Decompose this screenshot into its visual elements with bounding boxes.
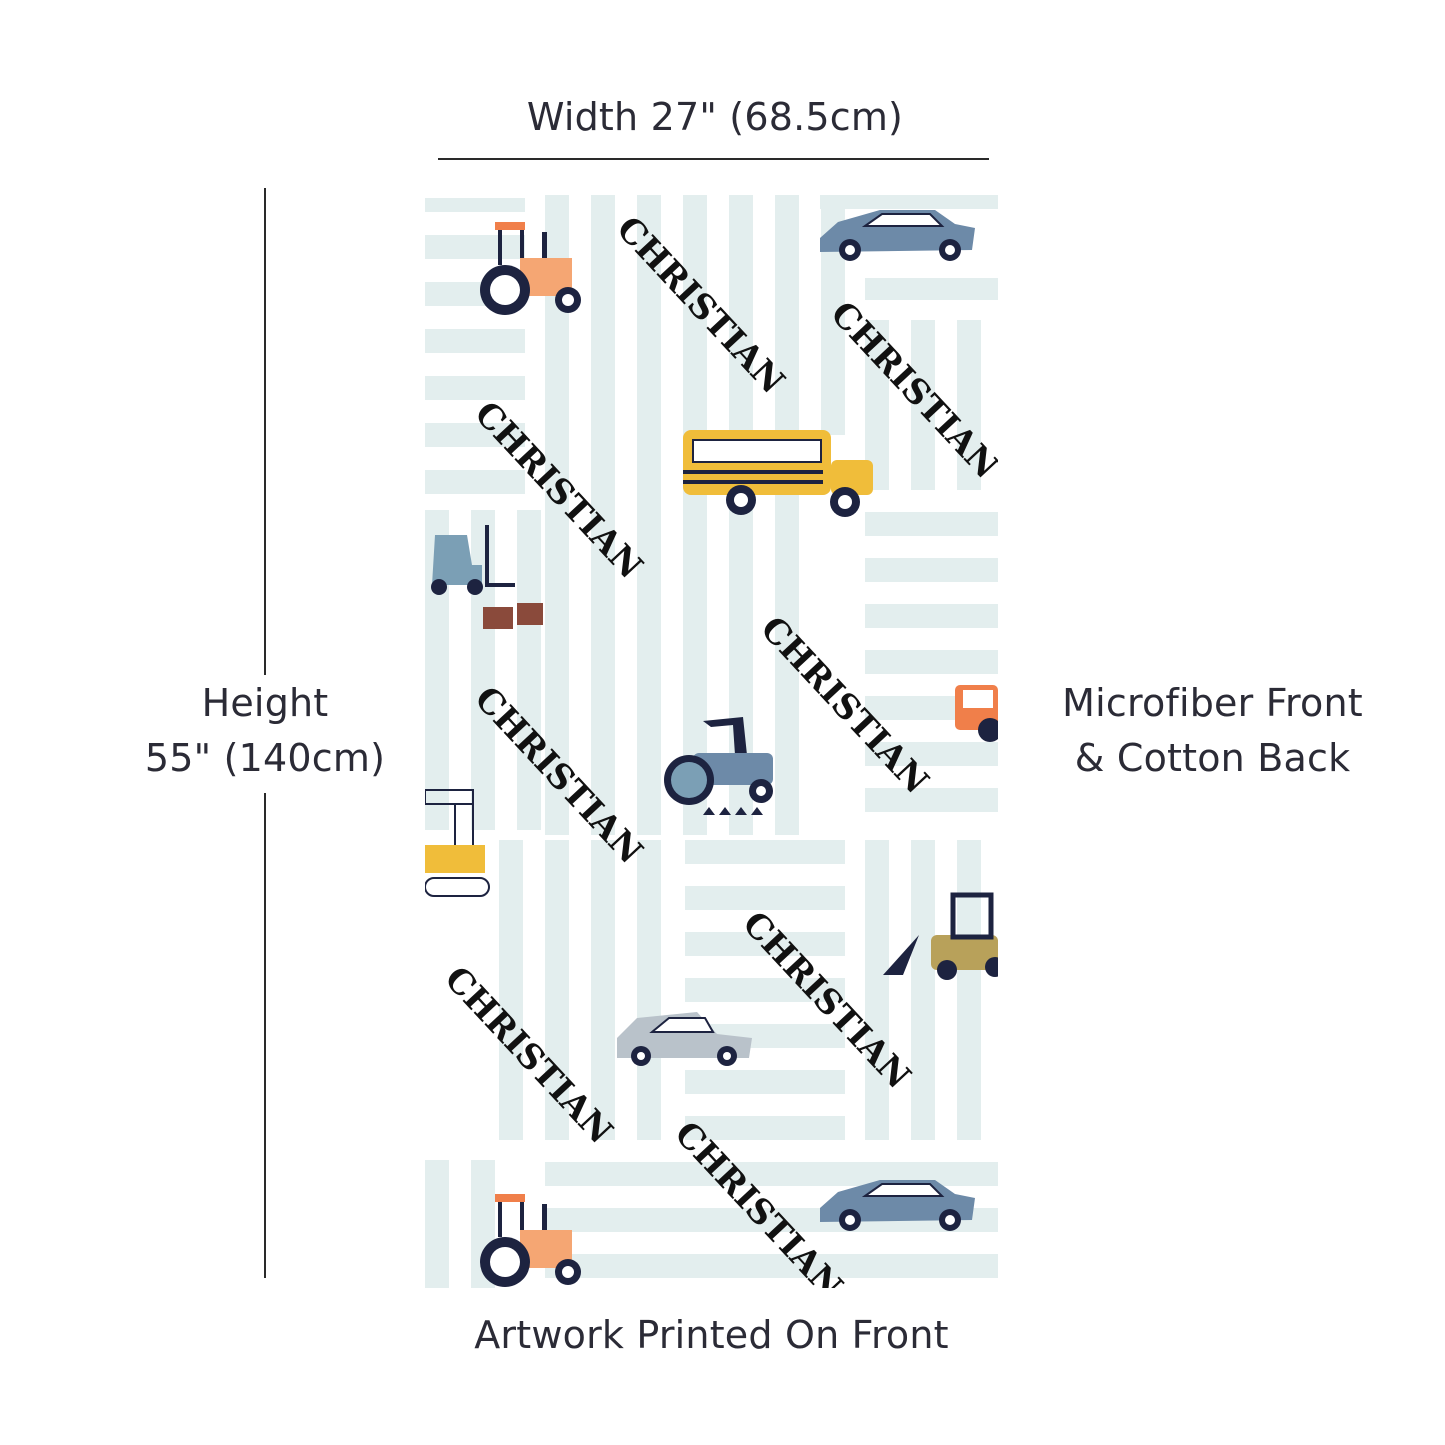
- material-label-line2: & Cotton Back: [1074, 736, 1351, 780]
- tractor-bottom-icon: [480, 1194, 581, 1287]
- school-bus-icon: [683, 430, 873, 517]
- tractor-icon: [480, 222, 581, 315]
- height-label-line1: Height: [201, 681, 329, 725]
- height-label: Height 55" (140cm): [110, 676, 420, 786]
- height-label-line2: 55" (140cm): [144, 736, 386, 780]
- tractor-small-icon: [955, 685, 998, 742]
- height-dimension-line-top: [264, 188, 266, 675]
- car-icon: [820, 210, 975, 261]
- car-grey-icon: [617, 1012, 752, 1066]
- forklift-icon: [431, 525, 543, 629]
- blanket-artwork: CHRISTIAN CHRISTIAN CHRISTIAN CHRISTIAN …: [425, 190, 998, 1288]
- road-roller-icon: [664, 717, 773, 815]
- material-label: Microfiber Front & Cotton Back: [1040, 676, 1385, 786]
- width-dimension-line: [438, 158, 989, 160]
- material-label-line1: Microfiber Front: [1062, 681, 1363, 725]
- width-label: Width 27" (68.5cm): [526, 95, 904, 139]
- blanket-pattern: CHRISTIAN CHRISTIAN CHRISTIAN CHRISTIAN …: [425, 195, 998, 1288]
- footer-label: Artwork Printed On Front: [474, 1313, 949, 1357]
- crane-icon: [425, 789, 490, 897]
- height-dimension-line-bottom: [264, 793, 266, 1278]
- car-bottom-icon: [820, 1180, 975, 1231]
- bulldozer-icon: [883, 892, 998, 980]
